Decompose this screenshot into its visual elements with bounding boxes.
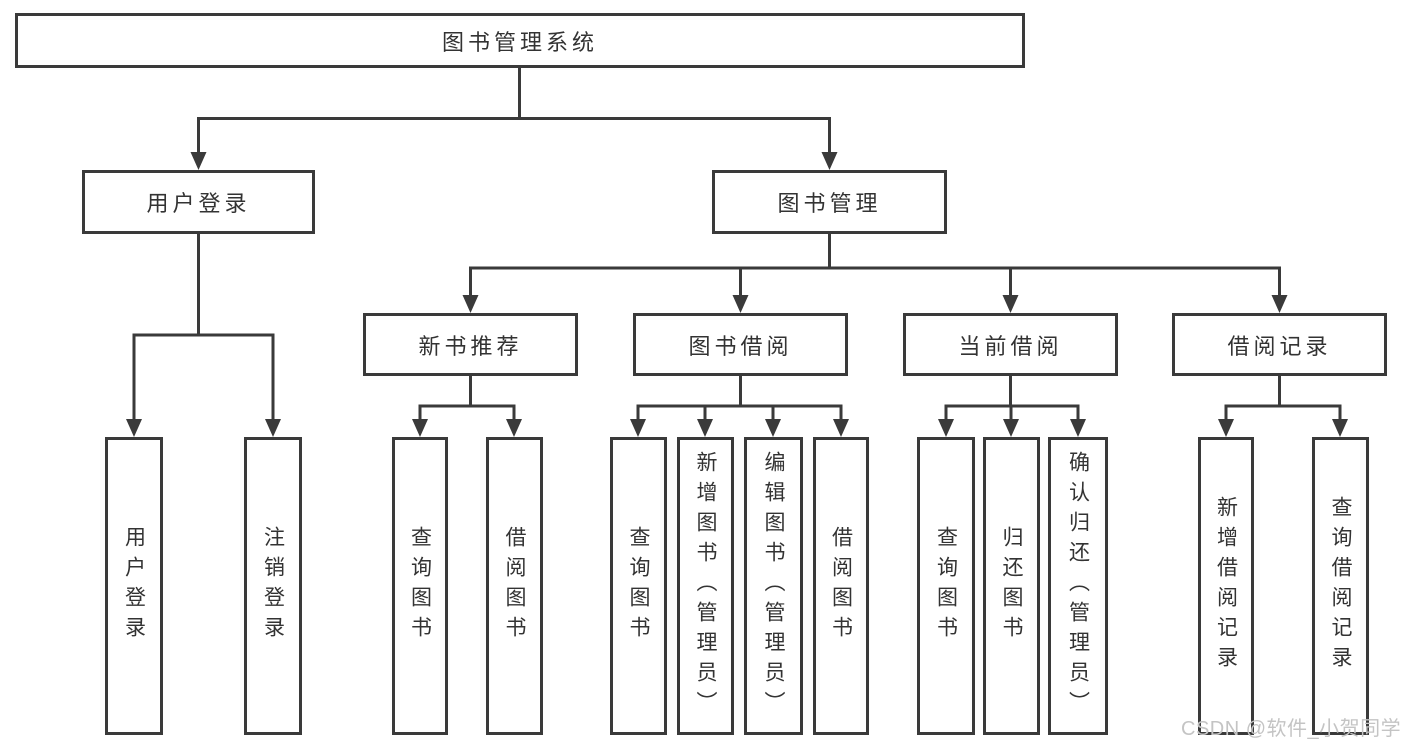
leaf-confirm-return-admin: 确认归还（管理员） xyxy=(1048,437,1108,735)
leaf-return-books-label: 归还图书 xyxy=(1000,526,1023,646)
node-new-book-recommend-label: 新书推荐 xyxy=(418,333,523,359)
node-borrowing-records-label: 借阅记录 xyxy=(1227,333,1332,359)
node-user-login: 用户登录 xyxy=(82,170,315,234)
node-user-login-label: 用户登录 xyxy=(146,191,251,216)
node-current-borrowing: 当前借阅 xyxy=(903,313,1118,376)
leaf-user-login: 用户登录 xyxy=(105,437,163,735)
leaf-query-borrow-record-label: 查询借阅记录 xyxy=(1329,496,1352,676)
node-book-borrowing: 图书借阅 xyxy=(633,313,848,376)
leaf-query-books-1: 查询图书 xyxy=(392,437,448,735)
leaf-logout-login: 注销登录 xyxy=(244,437,302,735)
leaf-borrow-books-1: 借阅图书 xyxy=(486,437,543,735)
leaf-edit-books-admin: 编辑图书（管理员） xyxy=(744,437,803,735)
leaf-query-borrow-record: 查询借阅记录 xyxy=(1312,437,1369,735)
node-library-system: 图书管理系统 xyxy=(15,13,1025,68)
leaf-add-books-admin: 新增图书（管理员） xyxy=(677,437,734,735)
leaf-edit-books-admin-label: 编辑图书（管理员） xyxy=(762,451,785,721)
leaf-add-books-admin-label: 新增图书（管理员） xyxy=(694,451,717,721)
leaf-logout-login-label: 注销登录 xyxy=(261,526,285,646)
leaf-query-books-3-label: 查询图书 xyxy=(934,526,958,646)
connector-path xyxy=(132,68,1342,423)
node-current-borrowing-label: 当前借阅 xyxy=(958,333,1063,359)
node-new-book-recommend: 新书推荐 xyxy=(363,313,578,376)
node-borrowing-records: 借阅记录 xyxy=(1172,313,1387,376)
csdn-watermark: CSDN @软件_小贺同学 xyxy=(1181,718,1402,740)
leaf-add-borrow-record: 新增借阅记录 xyxy=(1198,437,1254,735)
leaf-query-books-2: 查询图书 xyxy=(610,437,667,735)
leaf-query-books-1-label: 查询图书 xyxy=(408,526,432,646)
leaf-borrow-books-1-label: 借阅图书 xyxy=(503,526,526,646)
leaf-query-books-2-label: 查询图书 xyxy=(627,526,650,646)
leaf-user-login-label: 用户登录 xyxy=(122,526,146,646)
leaf-confirm-return-admin-label: 确认归还（管理员） xyxy=(1066,451,1090,721)
node-book-management-label: 图书管理 xyxy=(777,191,882,216)
leaf-add-borrow-record-label: 新增借阅记录 xyxy=(1214,496,1238,676)
leaf-query-books-3: 查询图书 xyxy=(917,437,975,735)
node-book-management: 图书管理 xyxy=(712,170,947,234)
node-library-system-label: 图书管理系统 xyxy=(441,29,598,55)
leaf-borrow-books-2-label: 借阅图书 xyxy=(829,526,853,646)
leaf-return-books: 归还图书 xyxy=(983,437,1040,735)
node-book-borrowing-label: 图书借阅 xyxy=(688,333,793,359)
leaf-borrow-books-2: 借阅图书 xyxy=(813,437,869,735)
